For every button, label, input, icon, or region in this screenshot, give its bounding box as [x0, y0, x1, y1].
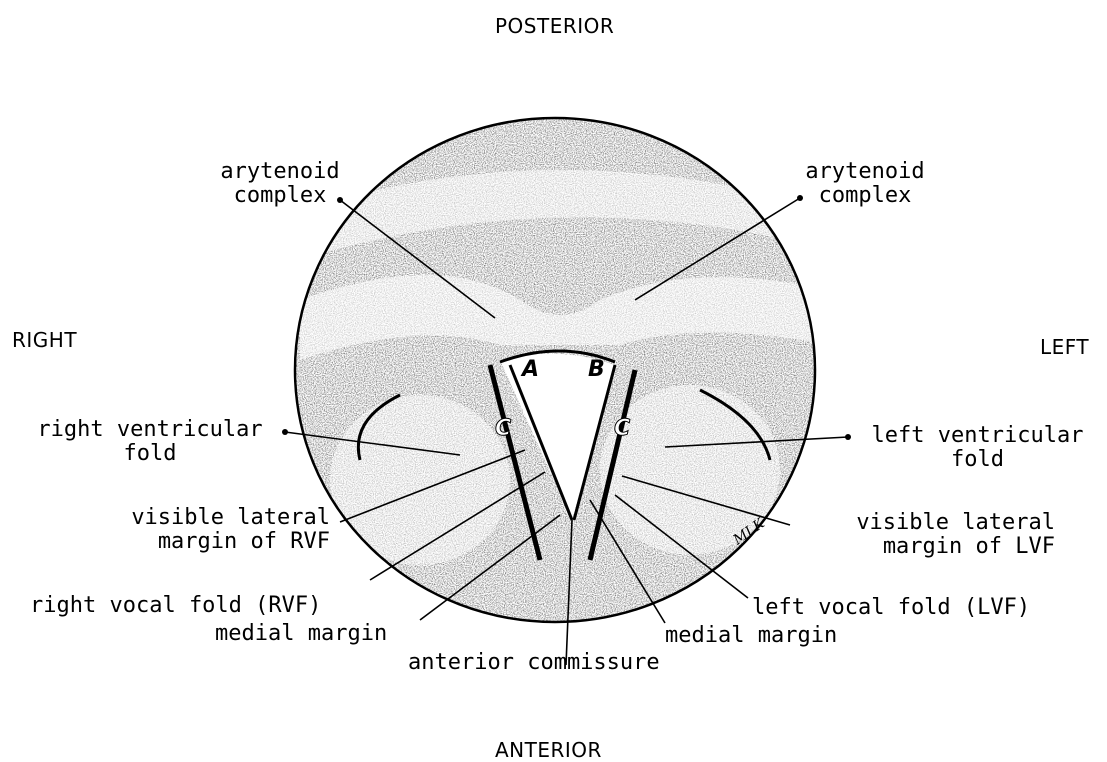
marker-a: A — [522, 358, 539, 382]
marker-c-left: C — [614, 417, 630, 441]
right-ventricular-fold-shape — [330, 395, 510, 565]
label-arytenoid-left: arytenoid complex — [780, 160, 950, 208]
label-anterior-commissure: anterior commissure — [408, 651, 660, 675]
label-left-ventricular-fold: left ventricular fold — [850, 424, 1105, 472]
label-visible-lateral-rvf: visible lateral margin of RVF — [90, 506, 330, 554]
marker-c-right: C — [495, 417, 511, 441]
label-medial-margin-right: medial margin — [215, 622, 387, 646]
label-right-vocal-fold: right vocal fold (RVF) — [30, 594, 321, 618]
label-medial-margin-left: medial margin — [665, 624, 837, 648]
label-arytenoid-right: arytenoid complex — [195, 160, 365, 208]
stippled-tissue — [290, 110, 830, 640]
label-right-ventricular-fold: right ventricular fold — [10, 418, 290, 466]
label-left-vocal-fold: left vocal fold (LVF) — [752, 596, 1030, 620]
marker-b: B — [588, 358, 605, 382]
label-visible-lateral-lvf: visible lateral margin of LVF — [780, 511, 1055, 559]
